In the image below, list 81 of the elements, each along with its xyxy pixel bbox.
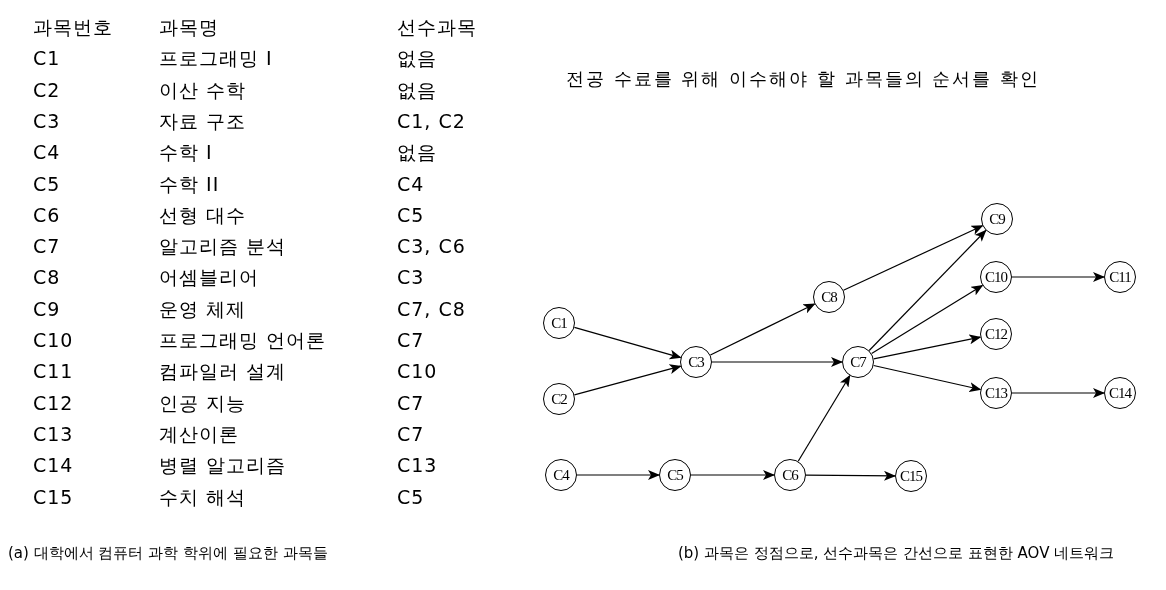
table-cell: C7, C8 bbox=[397, 296, 466, 321]
arrow bbox=[842, 225, 984, 291]
arrow bbox=[873, 364, 982, 392]
table-cell: C4 bbox=[397, 171, 425, 196]
table-cell: 인공 지능 bbox=[159, 390, 247, 415]
vertex-circle: C4 bbox=[545, 459, 577, 491]
table-cell: 선형 대수 bbox=[159, 202, 247, 227]
arrow bbox=[805, 470, 896, 481]
table-cell: C10 bbox=[397, 359, 438, 384]
table-cell: C7 bbox=[397, 390, 425, 415]
table-cell: C1, C2 bbox=[397, 108, 466, 133]
vertex-circle: C2 bbox=[543, 383, 575, 415]
vertex-circle: C14 bbox=[1104, 377, 1136, 409]
vertex-circle: C5 bbox=[659, 459, 691, 491]
caption: (b) 과목은 정점으로, 선수과목은 간선으로 표현한 AOV 네트워크 bbox=[678, 544, 1115, 563]
arrow bbox=[690, 470, 775, 480]
arrow bbox=[797, 374, 851, 462]
heading-text: 전공 수료를 위해 이수해야 할 과목들의 순서를 확인 bbox=[566, 67, 1041, 91]
table-cell: C9 bbox=[33, 296, 61, 321]
table-cell: 운영 체제 bbox=[159, 296, 247, 321]
table-cell: C3 bbox=[33, 108, 61, 133]
arrow bbox=[711, 357, 843, 367]
column-header: 과목명 bbox=[159, 15, 219, 39]
caption: (a) 대학에서 컴퓨터 과학 학위에 필요한 과목들 bbox=[8, 544, 328, 563]
table-cell: C1 bbox=[33, 46, 61, 71]
vertex-circle: C6 bbox=[774, 459, 806, 491]
table-cell: C7 bbox=[397, 421, 425, 446]
table-cell: 프로그래밍 I bbox=[159, 46, 273, 71]
arrow bbox=[1011, 388, 1105, 398]
arrow bbox=[871, 284, 984, 355]
vertex-circle: C7 bbox=[842, 346, 874, 378]
table-cell: C5 bbox=[397, 484, 425, 509]
table-cell: C7 bbox=[397, 328, 425, 352]
vertex-circle: C13 bbox=[980, 377, 1012, 409]
table-cell: C13 bbox=[33, 421, 74, 446]
table-cell: C12 bbox=[33, 390, 74, 415]
table-cell: 수치 해석 bbox=[159, 484, 247, 509]
table-cell: C11 bbox=[33, 359, 74, 384]
arrow bbox=[1011, 272, 1105, 282]
arrow bbox=[709, 303, 816, 356]
table-cell: C8 bbox=[33, 265, 61, 290]
table-cell: 수학 I bbox=[159, 140, 213, 165]
arrow bbox=[573, 326, 682, 360]
table-cell: C3 bbox=[397, 265, 425, 290]
table-cell: C14 bbox=[33, 453, 74, 478]
table-cell: C3, C6 bbox=[397, 234, 466, 259]
table-cell: 어셈블리어 bbox=[159, 265, 259, 290]
table-cell: C15 bbox=[33, 484, 74, 509]
table-cell: 병렬 알고리즘 bbox=[159, 453, 287, 478]
table-cell: 이산 수학 bbox=[159, 77, 247, 102]
table-cell: C13 bbox=[397, 453, 438, 478]
vertex-circle: C1 bbox=[543, 307, 575, 339]
table-cell: C2 bbox=[33, 77, 61, 102]
column-header: 선수과목 bbox=[397, 15, 477, 39]
table-cell: 없음 bbox=[397, 140, 437, 165]
table-cell: 프로그래밍 언어론 bbox=[159, 328, 327, 352]
table-cell: C5 bbox=[397, 202, 425, 227]
table-cell: 없음 bbox=[397, 77, 437, 102]
table-cell: C7 bbox=[33, 234, 61, 259]
table-cell: 알고리즘 분석 bbox=[159, 234, 287, 259]
table-cell: C6 bbox=[33, 202, 61, 227]
vertex-circle: C12 bbox=[980, 318, 1012, 350]
table-cell: 수학 II bbox=[159, 171, 220, 196]
table-cell: C10 bbox=[33, 328, 74, 352]
table-cell: 없음 bbox=[397, 46, 437, 71]
vertex-circle: C11 bbox=[1104, 261, 1136, 293]
table-cell: 계산이론 bbox=[159, 421, 239, 446]
table-cell: 자료 구조 bbox=[159, 108, 247, 133]
table-cell: C4 bbox=[33, 140, 61, 165]
vertex-circle: C15 bbox=[895, 460, 927, 492]
arrow bbox=[873, 334, 982, 360]
arrow bbox=[576, 470, 660, 480]
vertex-circle: C10 bbox=[980, 261, 1012, 293]
vertex-circle: C3 bbox=[680, 346, 712, 378]
arrow bbox=[868, 229, 987, 352]
table-cell: C5 bbox=[33, 171, 61, 196]
column-header: 과목번호 bbox=[33, 15, 113, 39]
vertex-circle: C9 bbox=[981, 203, 1013, 235]
arrow bbox=[573, 364, 682, 396]
vertex-circle: C8 bbox=[813, 281, 845, 313]
table-cell: 컴파일러 설계 bbox=[159, 359, 287, 384]
